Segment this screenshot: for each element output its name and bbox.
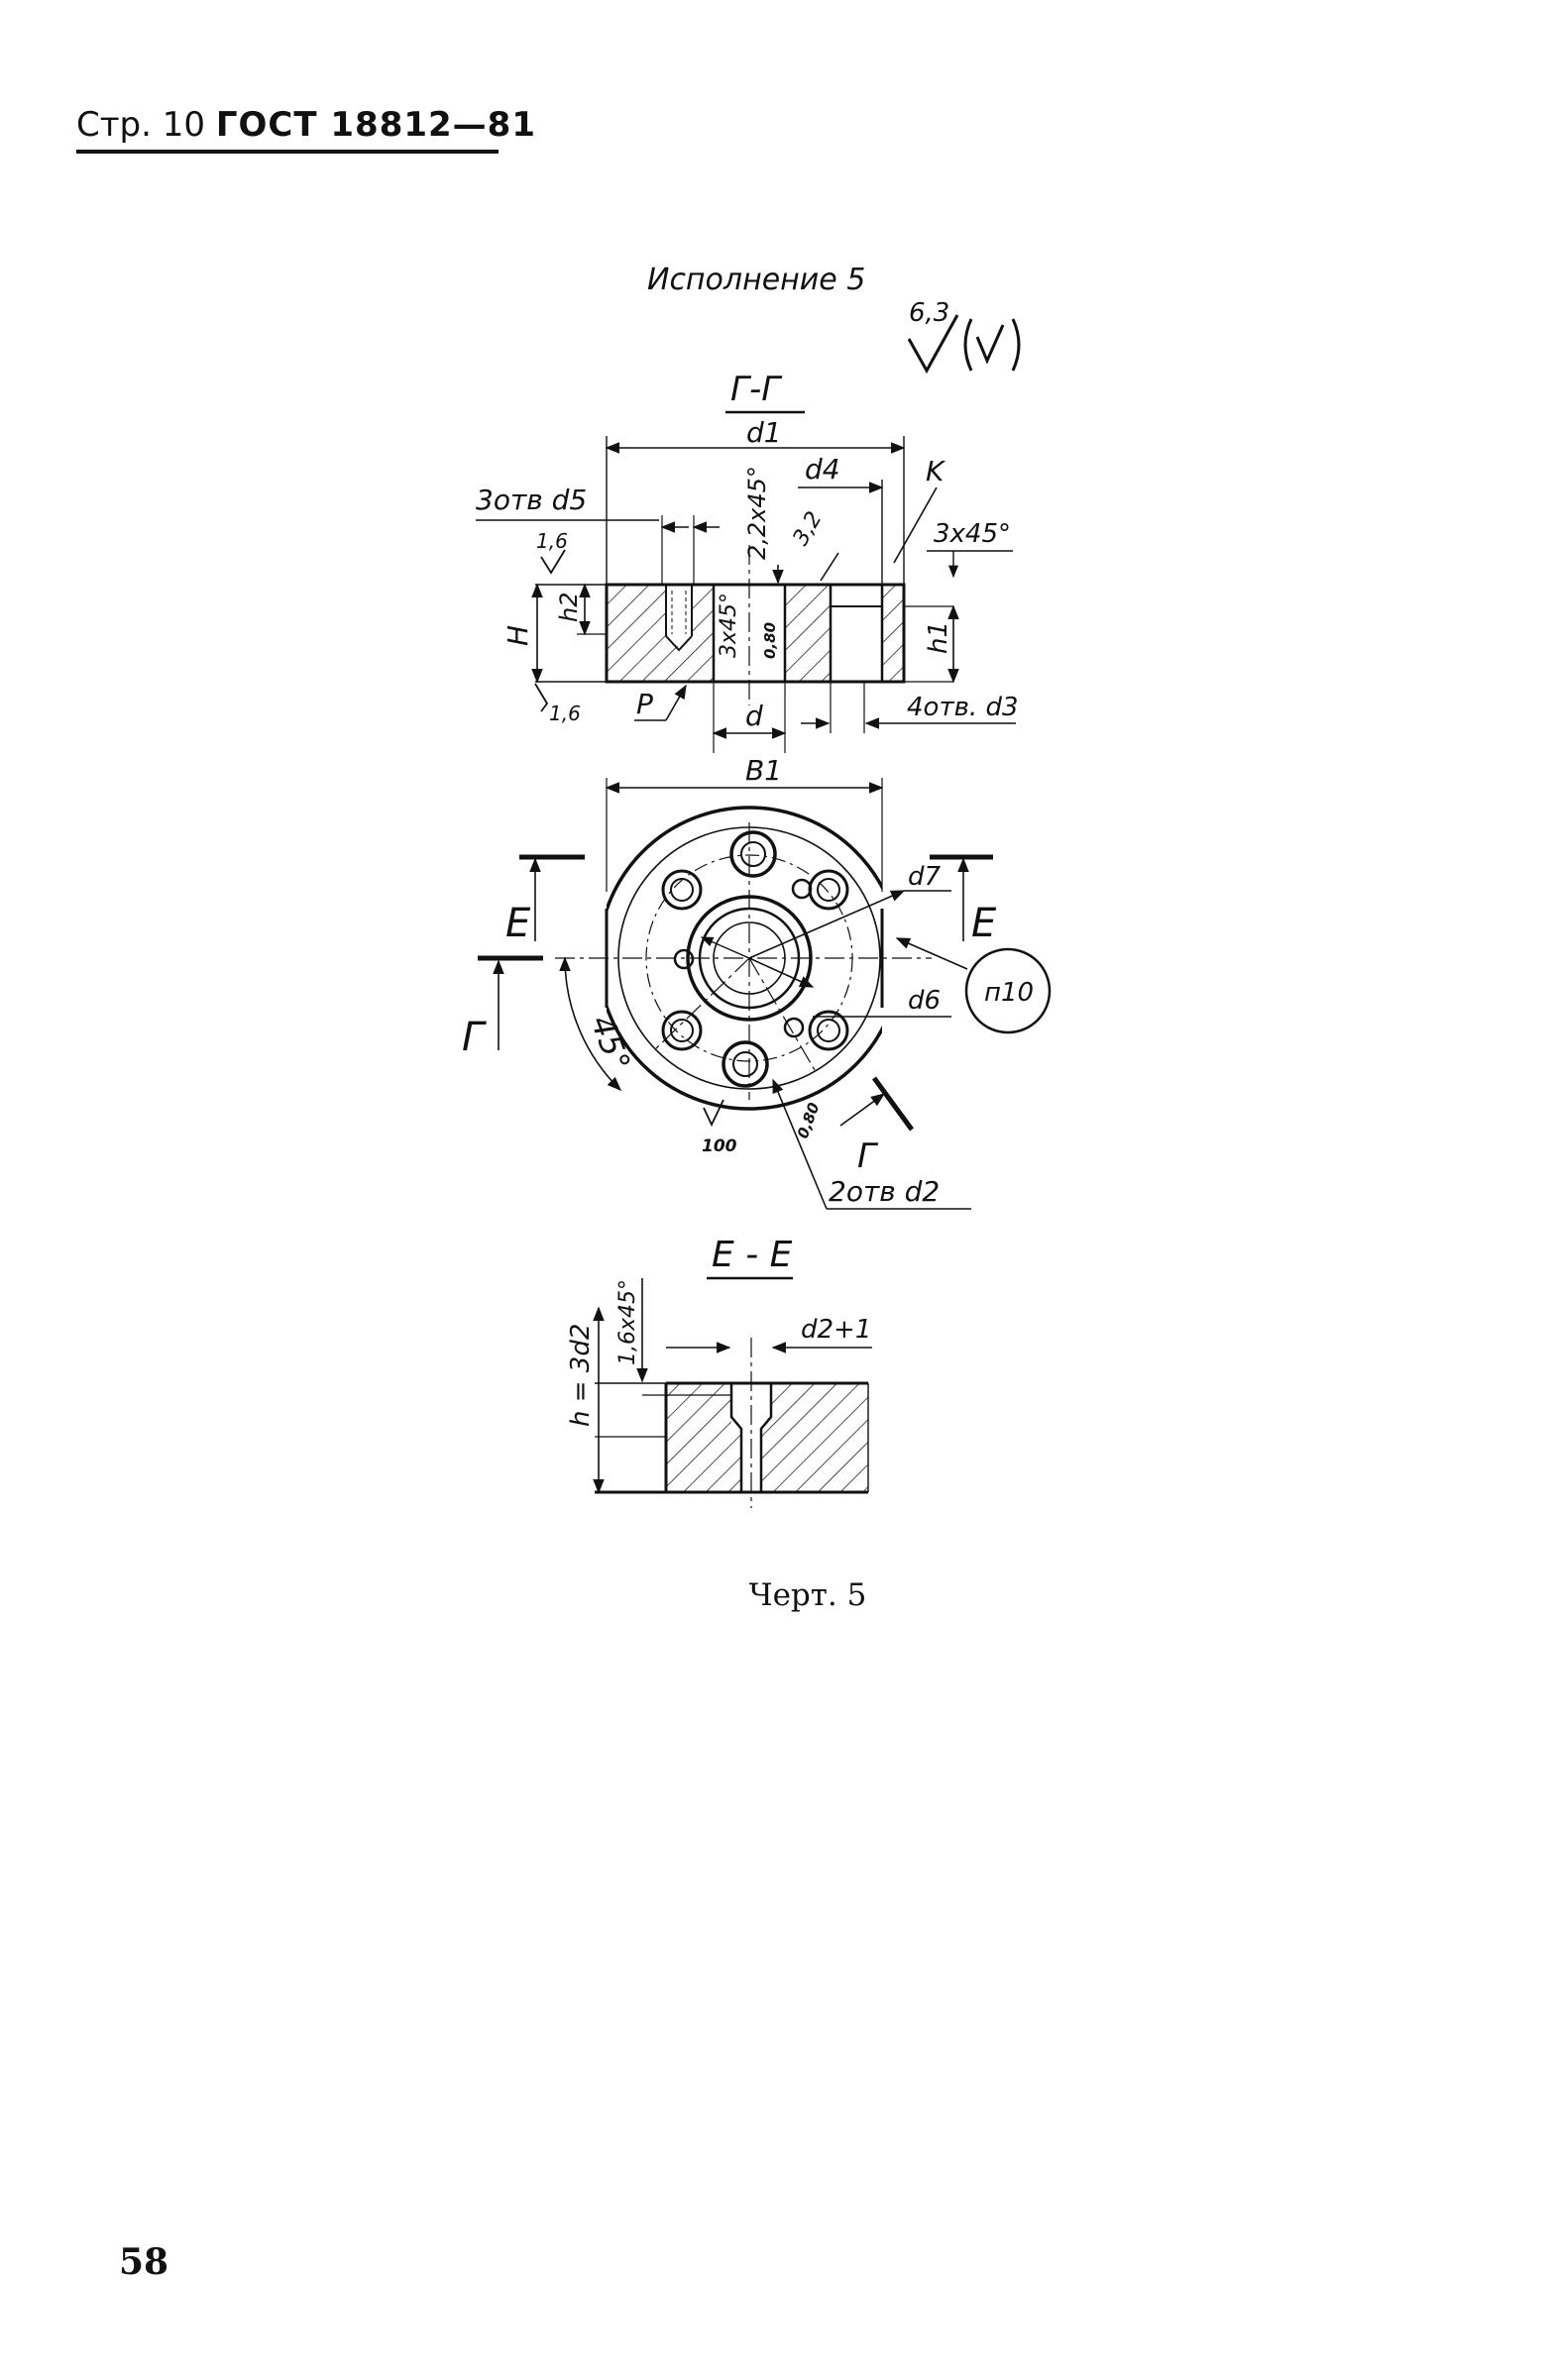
label-chamfer-inner: 3х45° xyxy=(717,593,741,658)
label-e-left: E xyxy=(505,901,531,946)
label-e-right: E xyxy=(971,901,997,946)
label-roughness-right: 0,80 xyxy=(794,1100,824,1140)
label-h-formula: h = 3d2 xyxy=(566,1324,596,1427)
label-g-right: Г xyxy=(857,1136,879,1176)
label-d4: d4 xyxy=(805,453,840,486)
label-chamfer-top: 2,2х45° xyxy=(743,466,771,560)
label-chamfer-right: 3х45° xyxy=(934,519,1011,549)
section-ee: Е - Е d2+1 h = 3d2 1,6х4 xyxy=(566,1235,872,1508)
label-d1: d1 xyxy=(746,416,782,449)
label-chamfer-ee: 1,6х45° xyxy=(615,1279,640,1365)
label-roughness-left: 100 xyxy=(702,1136,737,1156)
page-header: Стр. 10 ГОСТ 18812—81 xyxy=(76,105,536,145)
roughness-general-value: 6,3 xyxy=(909,298,949,328)
page-number: 58 xyxy=(119,2241,169,2283)
label-roughness-080: 0,80 xyxy=(761,622,779,659)
label-k: K xyxy=(926,455,946,487)
label-p: P xyxy=(636,688,653,720)
label-angle: 45° xyxy=(583,1011,637,1076)
label-holes-d5: 3отв d5 xyxy=(476,484,587,516)
plan-view: B1 xyxy=(462,754,1052,1210)
header-rule xyxy=(76,150,499,154)
label-g-left: Г xyxy=(462,1015,487,1060)
label-b1: B1 xyxy=(745,754,782,787)
drawing-caption: Черт. 5 xyxy=(748,1577,867,1613)
label-roughness-16-top: 1,6 xyxy=(536,529,568,553)
label-fit: п10 xyxy=(984,978,1034,1008)
section-ee-title: Е - Е xyxy=(712,1235,793,1275)
label-d6: d6 xyxy=(908,986,941,1016)
label-h1: h1 xyxy=(924,621,953,654)
section-gg: Г-Г d1 d4 K 3отв d5 2,2х45° xyxy=(476,370,1019,753)
roughness-general-symbol xyxy=(907,314,1021,375)
label-holes-d2: 2отв d2 xyxy=(829,1175,940,1208)
label-roughness-32: 3,2 xyxy=(789,507,828,550)
label-roughness-16-bottom: 1,6 xyxy=(549,702,581,725)
section-gg-title: Г-Г xyxy=(730,370,783,409)
label-h-total: H xyxy=(501,625,534,646)
label-h2: h2 xyxy=(555,593,583,622)
label-holes-d3: 4отв. d3 xyxy=(907,693,1019,722)
label-d2-plus: d2+1 xyxy=(801,1315,871,1345)
label-d7: d7 xyxy=(908,862,942,892)
standard-number: ГОСТ 18812—81 xyxy=(215,105,536,145)
page-prefix: Стр. 10 xyxy=(76,105,206,145)
label-d: d xyxy=(745,700,763,732)
variant-title: Исполнение 5 xyxy=(647,263,865,297)
